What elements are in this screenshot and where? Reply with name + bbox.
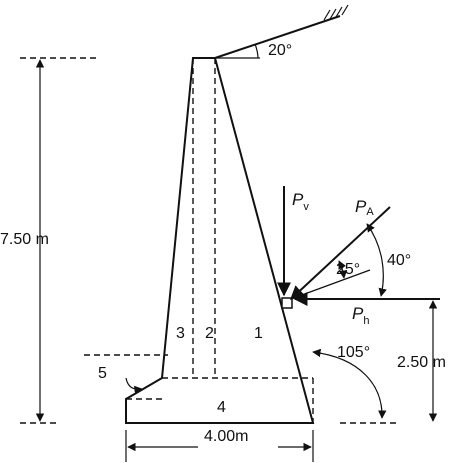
zone-5-label: 5	[98, 365, 107, 382]
base-width-label: 4.00m	[204, 428, 248, 445]
soil-hatch-icon	[323, 4, 349, 21]
zone-5-pointer	[125, 377, 143, 395]
force-application-point	[281, 297, 293, 309]
pv-label: Pv	[292, 190, 309, 213]
height-dimension-force	[340, 300, 438, 424]
pa-label: PA	[355, 197, 374, 218]
zone-2-label: 2	[205, 325, 214, 342]
zone-3-label: 3	[176, 325, 185, 342]
zone-1-label: 1	[254, 325, 263, 342]
angle-arcs	[312, 223, 387, 419]
height-dimension-total	[20, 57, 100, 424]
base-width-dimension	[125, 430, 314, 462]
ph-label: Ph	[352, 304, 369, 327]
slope-angle-label: 20°	[268, 42, 292, 59]
backfill-slope	[214, 15, 341, 59]
friction-angle-label: 25°	[336, 261, 360, 278]
section-dividers	[84, 58, 314, 423]
zone-4-label: 4	[217, 399, 226, 416]
back-angle-label: 105°	[337, 344, 370, 361]
total-height-label: 7.50 m	[0, 231, 49, 248]
pa-force-arrow	[289, 206, 391, 300]
force-height-label: 2.50 m	[397, 354, 446, 371]
pa-h-angle-label: 40°	[387, 252, 411, 269]
